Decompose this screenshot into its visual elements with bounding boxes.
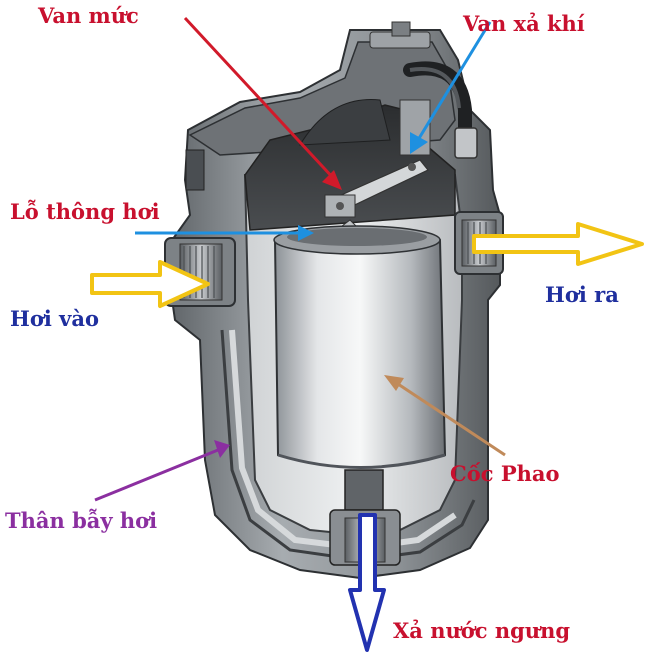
air-vent-tube — [399, 61, 478, 159]
coc-phao-arrow — [384, 375, 506, 457]
label-van-xa-khi: Van xả khí — [463, 11, 585, 36]
label-hoi-ra: Hơi ra — [545, 282, 619, 307]
lo-thong-hoi-arrow — [135, 225, 314, 241]
than-bay-hoi-arrow — [94, 440, 230, 502]
van-muc-arrow — [183, 16, 342, 190]
label-hoi-vao: Hơi vào — [10, 306, 99, 331]
label-xa-nuoc-ngung: Xả nước ngưng — [393, 618, 571, 643]
hoi-vao-arrow — [90, 260, 210, 308]
van-xa-khi-arrow — [410, 21, 492, 154]
label-lo-thong-hoi: Lỗ thông hơi — [10, 199, 160, 224]
float-bucket — [273, 225, 447, 469]
label-coc-phao: Cốc Phao — [450, 461, 560, 486]
xa-nuoc-ngung-arrow — [348, 513, 386, 652]
hoi-ra-arrow — [472, 222, 644, 266]
label-than-bay-hoi: Thân bẫy hơi — [5, 508, 158, 533]
label-van-muc: Van mức — [38, 3, 139, 28]
